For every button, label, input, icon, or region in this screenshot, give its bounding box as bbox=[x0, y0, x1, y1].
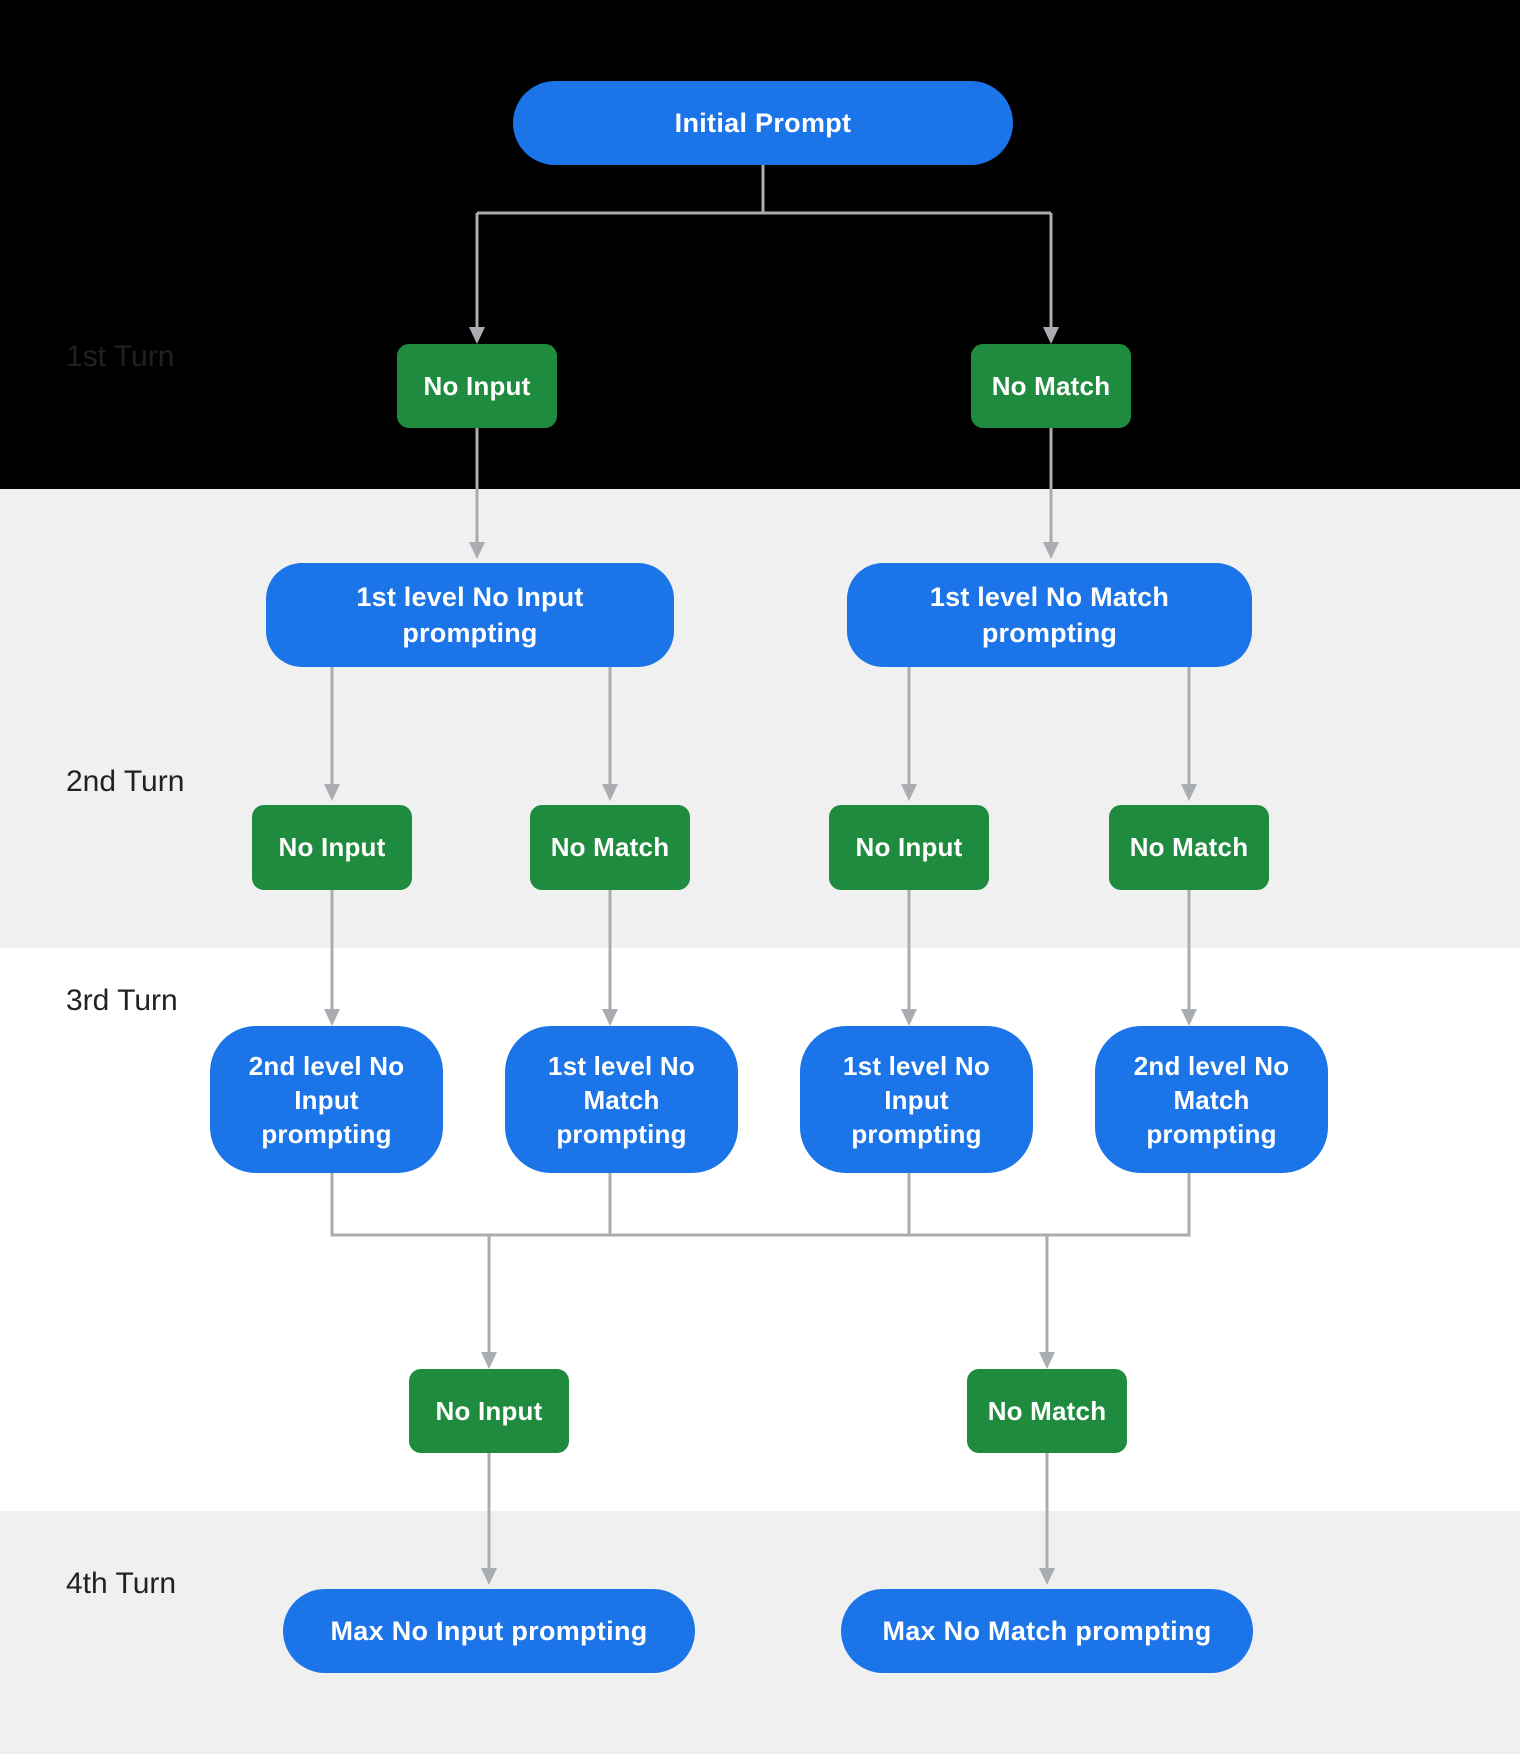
node-turn2-no-match-right: No Match bbox=[1109, 805, 1269, 890]
node-2nd-level-no-match-prompting: 2nd level No Match prompting bbox=[1095, 1026, 1328, 1173]
turn2-event-to-turn3-lines bbox=[330, 890, 1191, 1010]
node-turn3-no-input: No Input bbox=[409, 1369, 569, 1453]
node-turn1-no-match: No Match bbox=[971, 344, 1131, 428]
turn-label-3rd: 3rd Turn bbox=[66, 984, 178, 1017]
node-1st-level-no-input-prompting-2: 1st level No Input prompting bbox=[800, 1026, 1033, 1173]
node-initial-prompt: Initial Prompt bbox=[513, 81, 1013, 165]
node-turn2-no-match-left: No Match bbox=[530, 805, 690, 890]
node-turn2-no-input-right: No Input bbox=[829, 805, 989, 890]
node-turn2-no-input-left: No Input bbox=[252, 805, 412, 890]
turn1-to-turn2-lines bbox=[475, 428, 1053, 543]
node-1st-level-no-match-prompting: 1st level No Match prompting bbox=[847, 563, 1252, 667]
node-max-no-match-prompting: Max No Match prompting bbox=[841, 1589, 1253, 1673]
turn3-event-to-turn4-lines bbox=[487, 1453, 1049, 1568]
node-2nd-level-no-input-prompting: 2nd level No Input prompting bbox=[210, 1026, 443, 1173]
node-1st-level-no-input-prompting: 1st level No Input prompting bbox=[266, 563, 674, 667]
node-1st-level-no-match-prompting-2: 1st level No Match prompting bbox=[505, 1026, 738, 1173]
turn2-prompt-to-event-lines bbox=[330, 666, 1191, 785]
node-turn1-no-input: No Input bbox=[397, 344, 557, 428]
merge-bus-lines bbox=[330, 1173, 1191, 1352]
node-turn3-no-match: No Match bbox=[967, 1369, 1127, 1453]
turn-label-4th: 4th Turn bbox=[66, 1567, 177, 1600]
initial-branch-line bbox=[475, 165, 1053, 328]
turn-label-2nd: 2nd Turn bbox=[66, 765, 185, 798]
band-turn4-gray bbox=[0, 1511, 1520, 1754]
turn-label-1st: 1st Turn bbox=[66, 340, 175, 373]
node-max-no-input-prompting: Max No Input prompting bbox=[283, 1589, 695, 1673]
